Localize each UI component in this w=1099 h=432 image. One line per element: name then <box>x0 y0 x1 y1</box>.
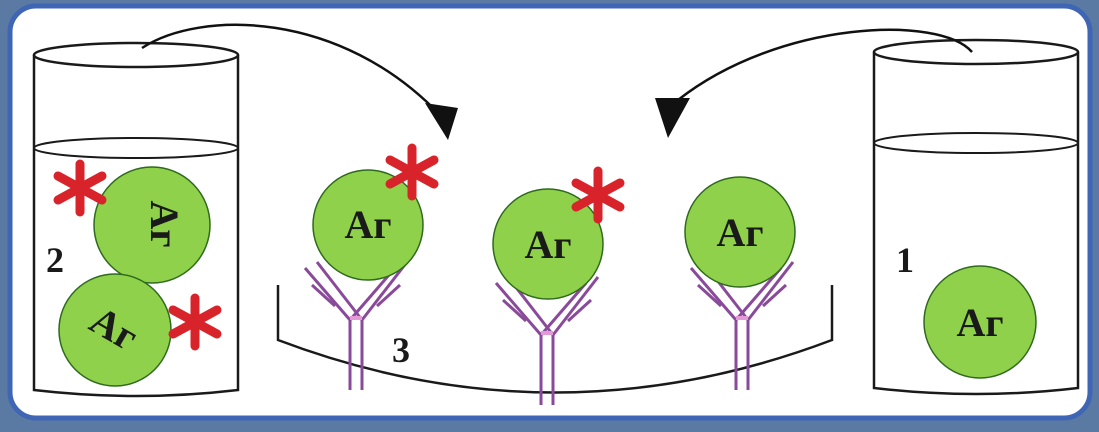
antibody-3 <box>689 261 795 390</box>
antigen-text-beaker2-top: Аг <box>142 200 187 247</box>
antigen-beaker2-top <box>93 166 211 284</box>
arrow-right <box>677 28 973 101</box>
antigen-beaker1 <box>923 265 1037 379</box>
beaker-2 <box>32 41 240 398</box>
beaker-1 <box>872 38 1080 396</box>
label-beaker-1: 1 <box>896 240 914 280</box>
antigen-text-beaker1: Аг <box>956 300 1003 345</box>
antibody-hinges <box>350 316 748 335</box>
label-mark-icon <box>385 143 439 201</box>
label-mark-icon <box>168 293 222 351</box>
arrowhead-left <box>425 103 458 140</box>
label-mark-icon <box>571 166 625 224</box>
label-plate-3: 3 <box>392 330 410 370</box>
antigen-bound-1 <box>312 169 424 281</box>
antibody-1 <box>303 261 409 390</box>
label-beaker-2: 2 <box>46 240 64 280</box>
antigen-text-bound-1: Аг <box>344 202 391 247</box>
antigen-bound-2 <box>492 188 604 300</box>
antigen-text-bound-2: Аг <box>524 222 571 267</box>
well-plate <box>276 285 834 394</box>
antigen-bound-3 <box>684 176 796 288</box>
antigen-text-bound-3: Аг <box>716 210 763 255</box>
label-mark-icon <box>53 159 107 217</box>
arrow-left <box>141 23 441 116</box>
antibody-2 <box>494 276 600 405</box>
arrowhead-right <box>655 98 690 138</box>
